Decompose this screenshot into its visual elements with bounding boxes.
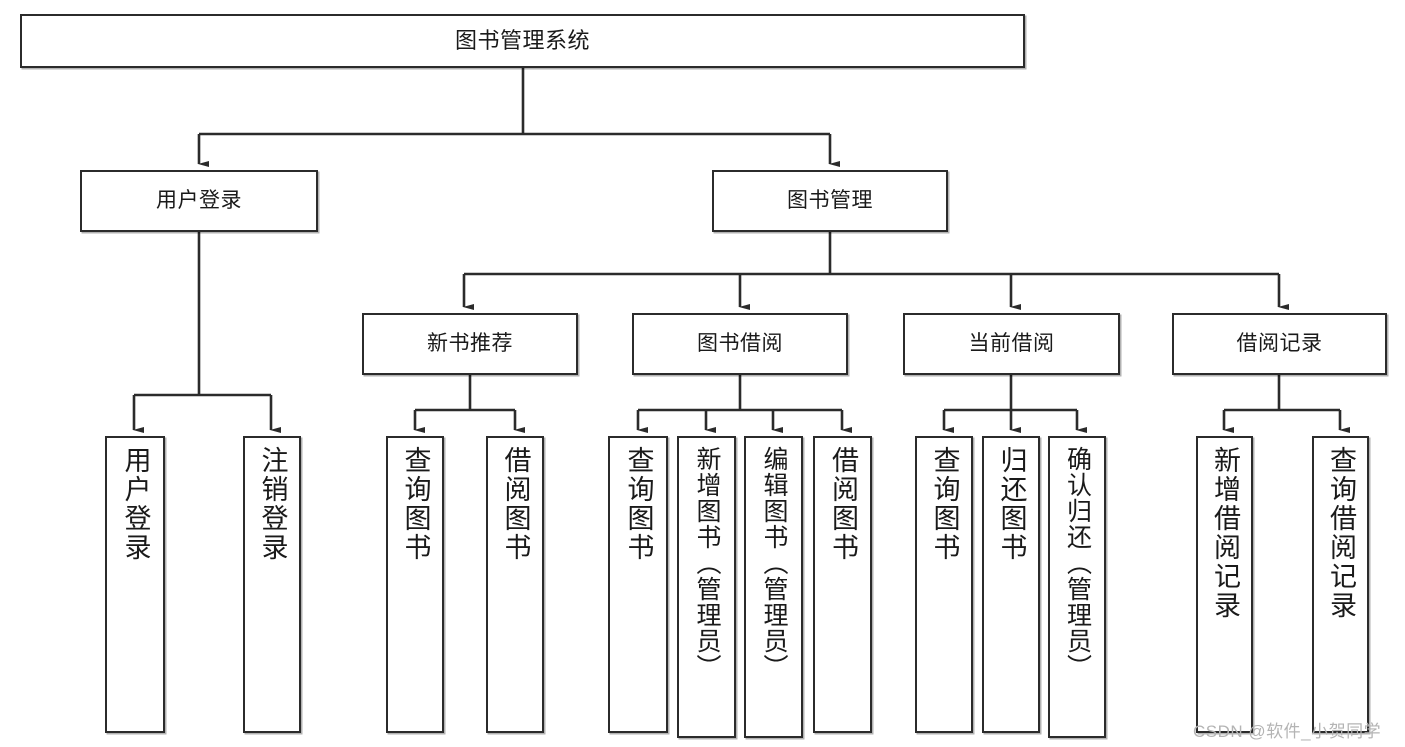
leaf-query-borrow-record[interactable]: 查询借阅记录 xyxy=(1312,436,1369,733)
node-label: 图书借阅 xyxy=(697,331,783,355)
leaf-logout-login[interactable]: 注销登录 xyxy=(243,436,301,733)
leaf-borrow-book-borrow[interactable]: 借阅图书 xyxy=(813,436,872,733)
node-current-borrow[interactable]: 当前借阅 xyxy=(903,313,1120,375)
leaf-add-borrow-record[interactable]: 新增借阅记录 xyxy=(1196,436,1253,733)
node-label: 编辑图书（管理员） xyxy=(760,446,788,680)
node-label: 归还图书 xyxy=(996,446,1027,562)
node-root-system[interactable]: 图书管理系统 xyxy=(20,14,1025,68)
node-label: 图书管理 xyxy=(787,188,873,212)
node-book-borrow[interactable]: 图书借阅 xyxy=(632,313,848,375)
node-label: 新增借阅记录 xyxy=(1210,446,1240,620)
node-label: 当前借阅 xyxy=(968,331,1055,355)
leaf-return-book[interactable]: 归还图书 xyxy=(982,436,1040,733)
csdn-watermark: CSDN @软件_小贺同学 xyxy=(1193,722,1382,741)
node-new-book-rec[interactable]: 新书推荐 xyxy=(362,313,578,375)
node-book-manage[interactable]: 图书管理 xyxy=(712,170,948,232)
node-label: 查询图书 xyxy=(623,446,654,562)
node-borrow-record[interactable]: 借阅记录 xyxy=(1172,313,1387,375)
leaf-confirm-return-admin[interactable]: 确认归还（管理员） xyxy=(1048,436,1106,738)
node-label: 确认归还（管理员） xyxy=(1063,446,1092,680)
node-label: 新书推荐 xyxy=(427,331,513,355)
node-label: 用户登录 xyxy=(120,446,151,562)
leaf-edit-book-admin[interactable]: 编辑图书（管理员） xyxy=(744,436,803,738)
node-label: 注销登录 xyxy=(257,446,288,562)
node-label: 借阅图书 xyxy=(828,446,858,562)
leaf-borrow-book-new[interactable]: 借阅图书 xyxy=(486,436,544,733)
leaf-add-book-admin[interactable]: 新增图书（管理员） xyxy=(677,436,736,738)
leaf-query-book-borrow[interactable]: 查询图书 xyxy=(608,436,668,733)
node-label: 借阅图书 xyxy=(500,446,531,562)
node-label: 用户登录 xyxy=(156,188,242,212)
node-label: 查询借阅记录 xyxy=(1326,446,1356,620)
leaf-query-book-current[interactable]: 查询图书 xyxy=(915,436,973,733)
node-label: 查询图书 xyxy=(400,446,431,562)
leaf-user-login[interactable]: 用户登录 xyxy=(105,436,165,733)
node-user-login[interactable]: 用户登录 xyxy=(80,170,318,232)
node-label: 新增图书（管理员） xyxy=(693,446,721,680)
node-label: 图书管理系统 xyxy=(454,28,590,54)
leaf-query-book-new[interactable]: 查询图书 xyxy=(386,436,444,733)
node-label: 查询图书 xyxy=(929,446,960,562)
node-label: 借阅记录 xyxy=(1236,331,1323,355)
